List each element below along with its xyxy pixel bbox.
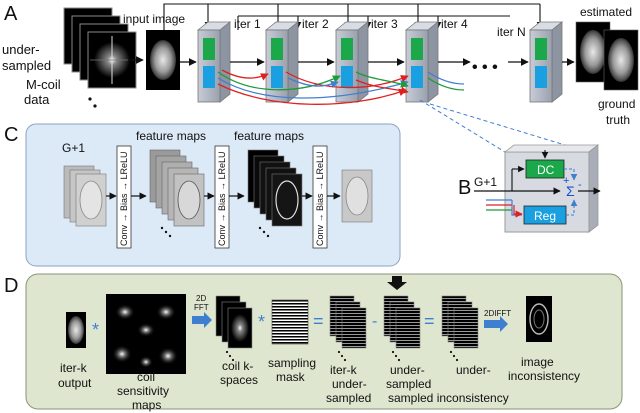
feature-maps-1-label: feature maps [136, 129, 206, 143]
iter-ellipsis: • • • [472, 59, 498, 76]
fft-label-1: 2D [196, 294, 206, 303]
panel-c-input-label: G+1 [62, 141, 85, 155]
iter-block-3 [334, 21, 370, 103]
iter-block-1 [196, 21, 232, 103]
iter-n-label: iter N [497, 25, 526, 39]
plus-symbol: + [563, 175, 569, 187]
us-label-2: sampled [386, 377, 431, 391]
coil-data-stack [63, 7, 137, 89]
us-label-1: under- [390, 363, 425, 377]
iter-block-n [528, 21, 564, 103]
iterk-output-label-2: output [58, 376, 92, 390]
panel-a-letter: A [4, 3, 18, 25]
feature-stack-2 [247, 149, 303, 238]
dense-connections [217, 69, 465, 105]
feature-maps-2-label: feature maps [234, 129, 304, 143]
coil-kspace-stack [215, 295, 253, 362]
undersampled-label-2: sampled [2, 58, 51, 73]
panel-d: D iter-k output * coil sensitivity maps … [4, 273, 623, 412]
conv-block-3-label: Conv → Bias → LReLU [315, 151, 325, 246]
estimated-label: estimated [580, 5, 632, 19]
convolve-symbol: * [92, 320, 99, 340]
sampling-mask-image [271, 299, 309, 345]
input-image-label: input image [123, 12, 185, 26]
inc-label-1: under- [456, 363, 491, 377]
coil-label-1: coil [137, 370, 155, 384]
dc-label: DC [537, 163, 555, 177]
iterk-undersampled-stack [329, 295, 367, 362]
undersampled-label-1: under- [2, 42, 40, 57]
coilk-label-2: spaces [220, 373, 258, 387]
conv-block-2-label: Conv → Bias → LReLU [217, 151, 227, 246]
input-stack [63, 165, 107, 227]
ifft-arrow [484, 316, 508, 332]
minus-symbol: - [578, 179, 582, 191]
iter-1-label: iter 1 [234, 17, 261, 31]
panel-b: B DC Reg G+1 Σ + - [458, 144, 601, 233]
undersampled-inconsistency-stack [441, 295, 479, 362]
fft-label-2: FFT [194, 303, 209, 312]
truth-label: truth [606, 113, 630, 127]
inc-label-2: sampled inconsistency [388, 391, 509, 405]
image-label-2: inconsistency [508, 369, 580, 383]
coil-label-3: maps [132, 398, 161, 412]
mcoil-label-2: data [24, 92, 50, 107]
mcoil-label-1: M-coil [26, 77, 61, 92]
conv-block-1-label: Conv → Bias → LReLU [119, 151, 129, 246]
panel-b-input-label: G+1 [474, 175, 497, 189]
iter-2-label: iter 2 [302, 17, 329, 31]
measured-data-arrow [387, 276, 407, 290]
panel-a: A under- sampled M-coil data input image [2, 3, 639, 153]
sum-symbol: Σ [566, 183, 575, 199]
iter-4-label: iter 4 [441, 17, 468, 31]
coil-label-2: sensitivity [117, 384, 169, 398]
iter-3-label: iter 3 [371, 17, 398, 31]
panel-c: C G+1 Conv → Bias → LReLU feature maps [4, 123, 401, 267]
mask-label-2: mask [276, 370, 306, 384]
coilk-label-1: coil k- [222, 359, 253, 373]
multiply-symbol: * [258, 312, 265, 332]
undersampled-stack [383, 295, 421, 362]
iterk-us-label-3: sampled [326, 391, 371, 405]
ground-label: ground [598, 97, 635, 111]
iter-block-4 [404, 21, 440, 103]
equals-symbol-2: = [424, 311, 435, 331]
reg-label: Reg [534, 209, 556, 223]
iterk-output-label-1: iter-k [60, 361, 88, 375]
difft-label: 2DIFFT [484, 309, 511, 318]
equals-symbol-1: = [313, 311, 324, 331]
iter-block-2 [264, 21, 300, 103]
subtract-symbol: - [372, 313, 377, 330]
fft-arrow [192, 312, 212, 328]
mask-label-1: sampling [268, 356, 316, 370]
iterk-us-label-2: under- [332, 377, 367, 391]
image-label-1: image [521, 355, 554, 369]
panel-c-letter: C [4, 124, 18, 146]
feature-stack-1 [149, 149, 205, 238]
panel-d-letter: D [4, 275, 18, 297]
panel-b-letter: B [458, 177, 471, 199]
iterk-us-label-1: iter-k [330, 363, 358, 377]
